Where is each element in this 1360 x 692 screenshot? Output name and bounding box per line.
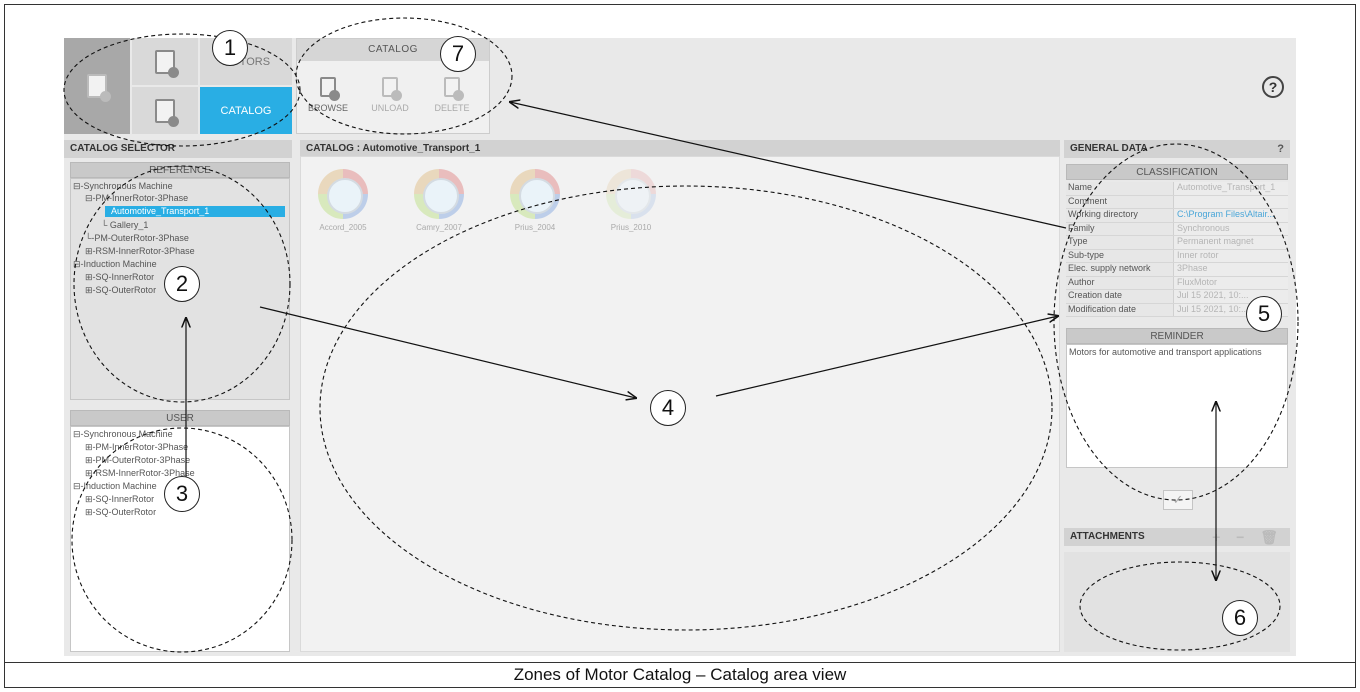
tree-node-sq-innerrotor[interactable]: ⊞-SQ-InnerRotor bbox=[85, 272, 155, 282]
mode-cell-home[interactable] bbox=[64, 38, 130, 134]
delete-button[interactable]: DELETE bbox=[427, 77, 477, 113]
motor-thumbnail-icon bbox=[510, 169, 560, 219]
refresh-document-icon bbox=[155, 98, 179, 127]
delete-icon bbox=[444, 77, 464, 101]
catalog-selector-title: CATALOG SELECTOR bbox=[64, 140, 292, 158]
annotation-2: 2 bbox=[164, 266, 200, 302]
mode-cell-refresh[interactable] bbox=[132, 87, 198, 134]
attachments-title: ATTACHMENTS + − 🗑 bbox=[1064, 528, 1290, 546]
user-node-pm-innerrotor[interactable]: ⊞-PM-InnerRotor-3Phase bbox=[85, 442, 189, 452]
mode-catalog-button[interactable]: CATALOG bbox=[200, 87, 292, 134]
motor-thumbnail-icon bbox=[414, 169, 464, 219]
unload-button[interactable]: UNLOAD bbox=[365, 77, 415, 113]
user-node-sq-outerrotor[interactable]: ⊞-SQ-OuterRotor bbox=[85, 507, 157, 517]
tree-node-gallery-1[interactable]: └ Gallery_1 bbox=[101, 220, 149, 230]
tree-node-pm-outerrotor[interactable]: └-PM-OuterRotor-3Phase bbox=[85, 233, 189, 243]
figure-caption: Zones of Motor Catalog – Catalog area vi… bbox=[4, 662, 1356, 688]
tree-node-induction-machine[interactable]: ⊟-Induction Machine bbox=[73, 259, 157, 269]
tree-node-synchronous-machine[interactable]: ⊟-Synchronous Machine bbox=[73, 181, 173, 191]
annotation-4: 4 bbox=[650, 390, 686, 426]
attachments-area bbox=[1064, 552, 1290, 652]
general-data-help-icon[interactable]: ? bbox=[1277, 143, 1284, 155]
motor-thumbnail-icon bbox=[318, 169, 368, 219]
unload-icon bbox=[382, 77, 402, 101]
prop-row: Comment bbox=[1066, 195, 1288, 209]
add-document-icon bbox=[155, 49, 179, 78]
browse-label: BROWSE bbox=[307, 103, 348, 113]
user-node-sq-innerrotor[interactable]: ⊞-SQ-InnerRotor bbox=[85, 494, 155, 504]
user-node-pm-outerrotor[interactable]: ⊞-PM-OuterRotor-3Phase bbox=[85, 455, 191, 465]
validate-button[interactable]: ✓ bbox=[1163, 490, 1193, 510]
annotation-3: 3 bbox=[164, 476, 200, 512]
motor-card[interactable]: Accord_2005 bbox=[315, 169, 371, 232]
motor-name: Prius_2004 bbox=[514, 223, 556, 232]
motor-thumbnail-icon bbox=[606, 169, 656, 219]
motor-card[interactable]: Prius_2010 bbox=[603, 169, 659, 232]
tree-node-pm-innerrotor[interactable]: ⊟-PM-InnerRotor-3Phase bbox=[85, 193, 189, 203]
attachment-actions-icon[interactable]: + − 🗑 bbox=[1212, 529, 1284, 545]
annotation-7: 7 bbox=[440, 36, 476, 72]
user-header: USER bbox=[70, 410, 290, 426]
annotation-1: 1 bbox=[212, 30, 248, 66]
user-tree: ⊟-Synchronous Machine ⊞-PM-InnerRotor-3P… bbox=[70, 426, 290, 652]
browse-icon bbox=[320, 77, 340, 101]
help-icon[interactable]: ? bbox=[1262, 76, 1284, 98]
browse-button[interactable]: BROWSE bbox=[303, 77, 353, 113]
motor-card[interactable]: Prius_2004 bbox=[507, 169, 563, 232]
delete-label: DELETE bbox=[434, 103, 470, 113]
unload-label: UNLOAD bbox=[371, 103, 409, 113]
reference-header: REFERENCE bbox=[70, 162, 290, 178]
mode-selector: MOTORS CATALOG bbox=[64, 38, 292, 134]
mode-cell-add[interactable] bbox=[132, 38, 198, 85]
motor-name: Accord_2005 bbox=[319, 223, 367, 232]
motor-card[interactable]: Camry_2007 bbox=[411, 169, 467, 232]
motor-name: Camry_2007 bbox=[416, 223, 462, 232]
motor-catalog-app: MOTORS CATALOG CATALOG BROWSE UNLOAD DEL… bbox=[64, 38, 1296, 656]
classification-header: CLASSIFICATION bbox=[1066, 164, 1288, 180]
reminder-textarea[interactable]: Motors for automotive and transport appl… bbox=[1066, 344, 1288, 468]
tree-node-sq-outerrotor[interactable]: ⊞-SQ-OuterRotor bbox=[85, 285, 157, 295]
new-document-icon bbox=[87, 74, 111, 102]
tree-node-automotive-transport-1[interactable]: Automotive_Transport_1 bbox=[105, 206, 285, 217]
tree-node-rsm-innerrotor[interactable]: ⊞-RSM-InnerRotor-3Phase bbox=[85, 246, 195, 256]
user-node-induction-machine[interactable]: ⊟-Induction Machine bbox=[73, 481, 157, 491]
user-node-synchronous-machine[interactable]: ⊟-Synchronous Machine bbox=[73, 429, 173, 439]
annotation-6: 6 bbox=[1222, 600, 1258, 636]
reminder-header: REMINDER bbox=[1066, 328, 1288, 344]
general-data-title: GENERAL DATA ? bbox=[1064, 140, 1290, 158]
annotation-5: 5 bbox=[1246, 296, 1282, 332]
motor-name: Prius_2010 bbox=[610, 223, 652, 232]
